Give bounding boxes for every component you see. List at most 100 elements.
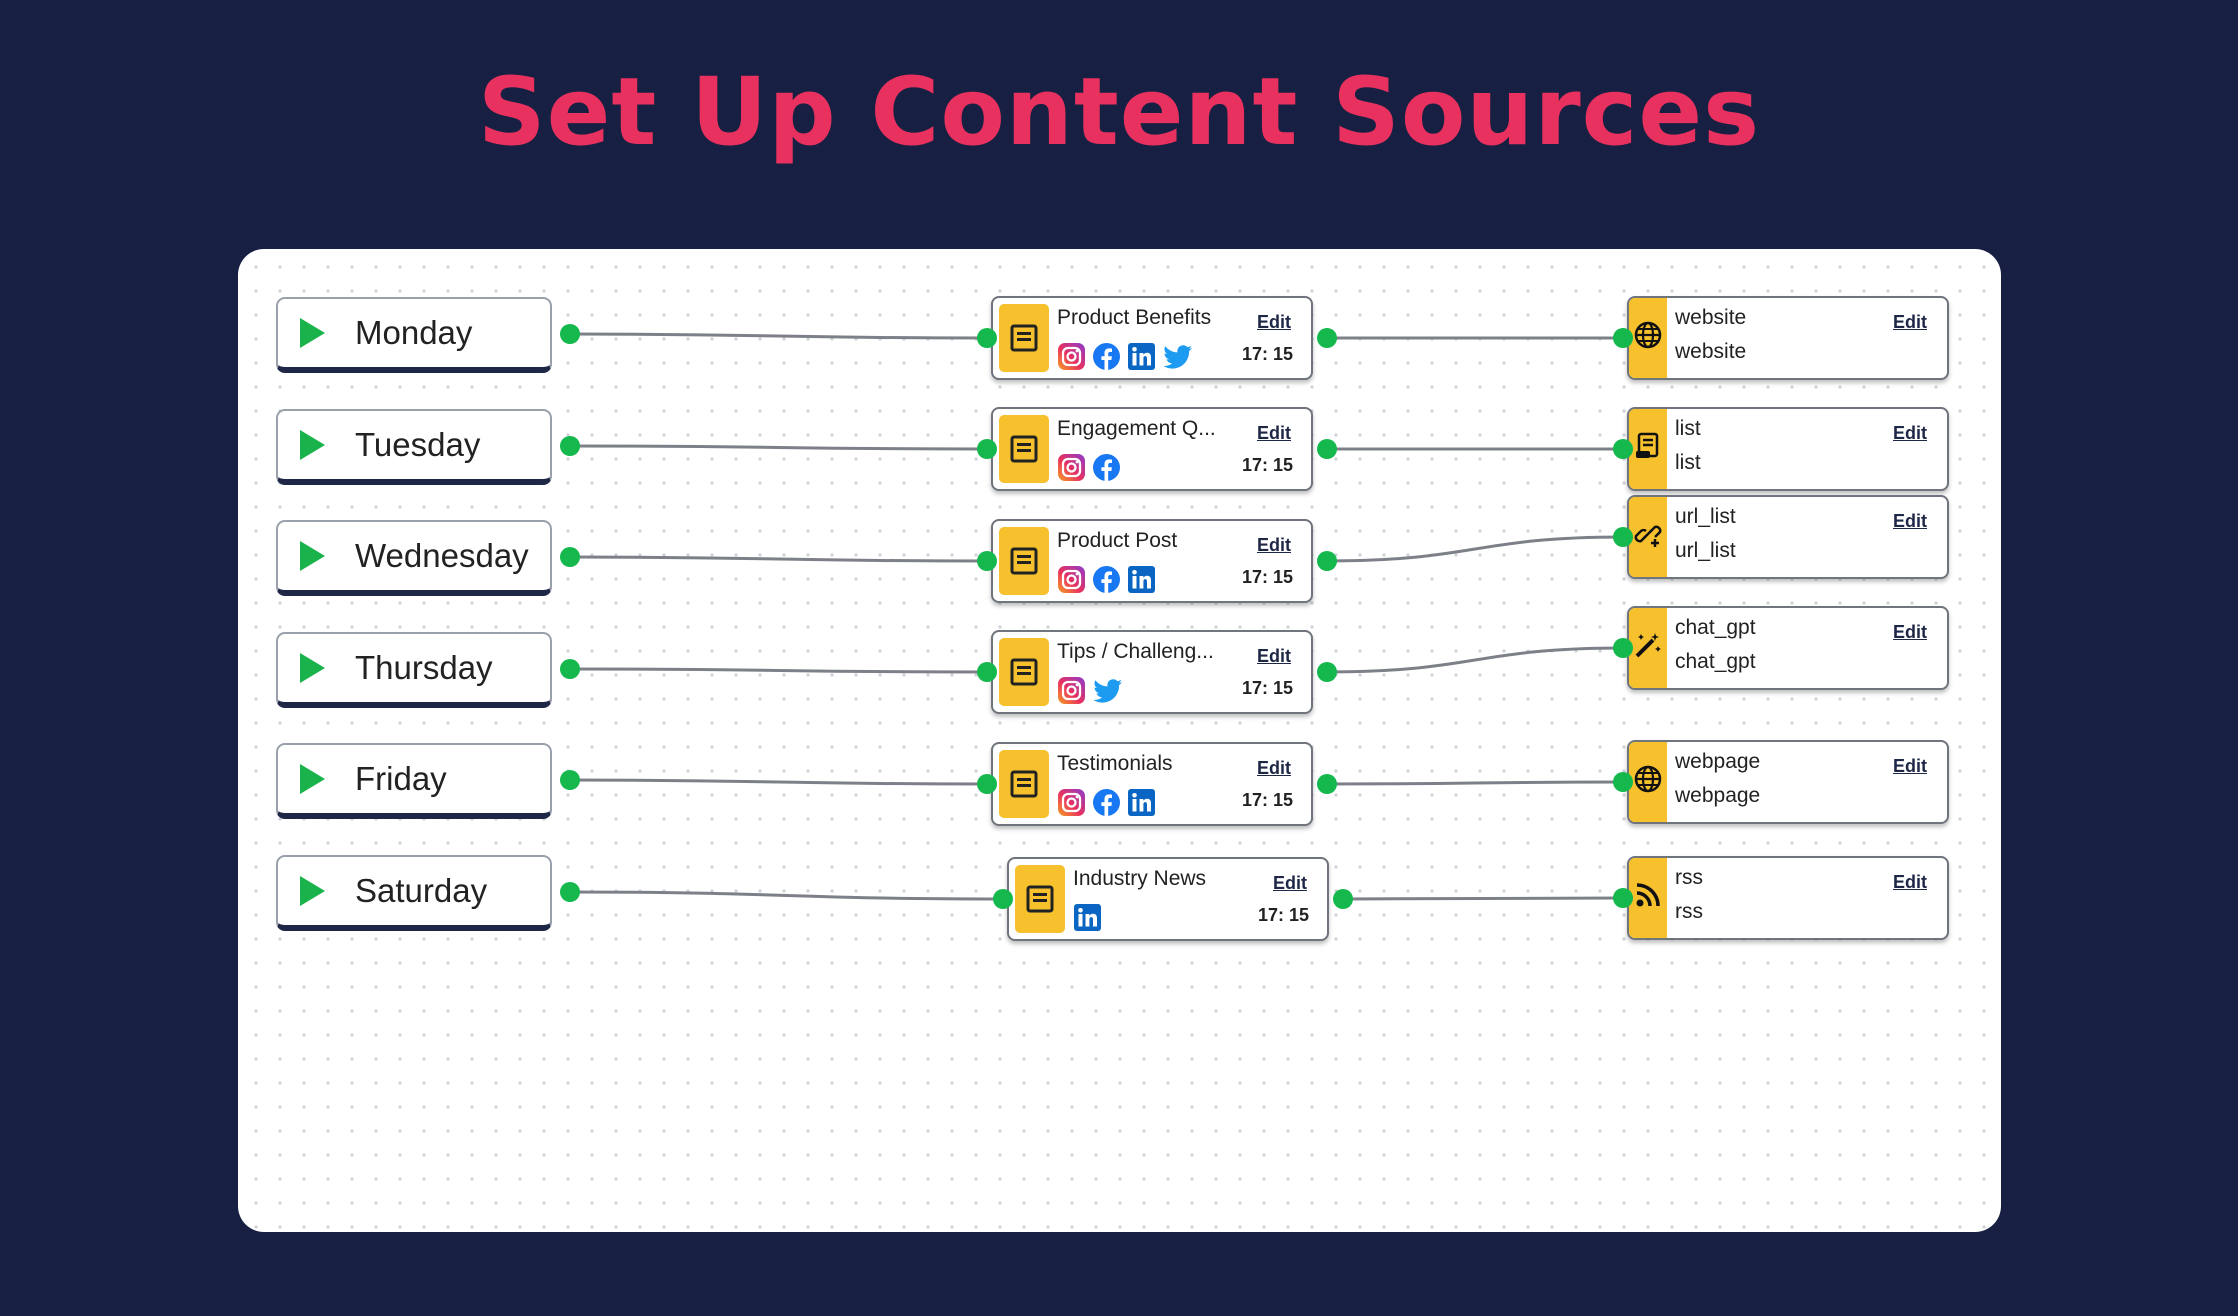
connection-wire [569, 667, 988, 674]
source-type-bar [1629, 608, 1667, 688]
post-type-tile [999, 638, 1049, 706]
edit-source-link[interactable]: Edit [1893, 423, 1927, 443]
input-port[interactable] [1613, 772, 1633, 792]
facebook-icon [1092, 565, 1121, 594]
play-icon [300, 318, 325, 348]
play-icon [300, 764, 325, 794]
play-icon [300, 876, 325, 906]
source-type: chat_gpt [1675, 616, 1756, 639]
output-port[interactable] [1317, 439, 1337, 459]
output-port[interactable] [560, 770, 580, 790]
trigger-node-tuesday[interactable]: Tuesday [276, 409, 552, 485]
connection-wires [569, 332, 1624, 901]
edit-post-link[interactable]: Edit [1257, 646, 1291, 666]
input-port[interactable] [993, 889, 1013, 909]
linkedin-icon [1073, 903, 1102, 932]
facebook-icon [1092, 788, 1121, 817]
social-networks [1057, 453, 1121, 482]
source-node-rss[interactable]: rss rss Edit [1627, 856, 1949, 940]
social-networks [1057, 788, 1156, 817]
output-port[interactable] [1317, 551, 1337, 571]
instagram-icon [1057, 453, 1086, 482]
output-port[interactable] [560, 882, 580, 902]
post-time: 17: 15 [1241, 455, 1293, 475]
source-type: url_list [1675, 505, 1736, 528]
source-name: website [1675, 340, 1747, 363]
source-type: rss [1675, 866, 1703, 889]
output-port[interactable] [560, 436, 580, 456]
post-time: 17: 15 [1241, 678, 1293, 698]
twitter-icon [1092, 676, 1122, 705]
input-port[interactable] [1613, 888, 1633, 908]
source-type: website [1675, 306, 1747, 329]
post-node[interactable]: Industry News Edit 17: 15 [1007, 857, 1329, 941]
output-port[interactable] [560, 547, 580, 567]
output-port[interactable] [1333, 889, 1353, 909]
input-port[interactable] [977, 328, 997, 348]
output-port[interactable] [560, 659, 580, 679]
linkedin-icon [1127, 788, 1156, 817]
connection-wire [1326, 780, 1624, 786]
instagram-icon [1057, 676, 1086, 705]
source-node-chat-gpt[interactable]: chat_gpt chat_gpt Edit [1627, 606, 1949, 690]
input-port[interactable] [977, 439, 997, 459]
source-type-bar [1629, 742, 1667, 822]
trigger-node-friday[interactable]: Friday [276, 743, 552, 819]
input-port[interactable] [1613, 439, 1633, 459]
post-type-tile [999, 750, 1049, 818]
input-port[interactable] [1613, 527, 1633, 547]
output-port[interactable] [1317, 328, 1337, 348]
post-type-tile [1015, 865, 1065, 933]
edit-post-link[interactable]: Edit [1257, 423, 1291, 443]
source-node-website[interactable]: website website Edit [1627, 296, 1949, 380]
trigger-node-thursday[interactable]: Thursday [276, 632, 552, 708]
input-port[interactable] [1613, 638, 1633, 658]
connection-wire [569, 778, 988, 786]
source-name: webpage [1675, 784, 1761, 807]
post-type-tile [999, 304, 1049, 372]
input-port[interactable] [977, 774, 997, 794]
edit-source-link[interactable]: Edit [1893, 312, 1927, 332]
edit-source-link[interactable]: Edit [1893, 756, 1927, 776]
edit-post-link[interactable]: Edit [1257, 758, 1291, 778]
facebook-icon [1092, 453, 1121, 482]
social-networks [1057, 676, 1122, 705]
edit-source-link[interactable]: Edit [1893, 872, 1927, 892]
input-port[interactable] [977, 662, 997, 682]
post-title: Product Benefits [1057, 306, 1212, 329]
edit-source-link[interactable]: Edit [1893, 511, 1927, 531]
output-port[interactable] [1317, 662, 1337, 682]
edit-source-link[interactable]: Edit [1893, 622, 1927, 642]
edit-post-link[interactable]: Edit [1257, 312, 1291, 332]
output-port[interactable] [1317, 774, 1337, 794]
output-port[interactable] [560, 324, 580, 344]
post-time: 17: 15 [1257, 905, 1309, 925]
linkedin-icon [1127, 342, 1156, 371]
connection-wire [1326, 535, 1624, 563]
post-title: Product Post [1057, 529, 1178, 552]
edit-post-link[interactable]: Edit [1257, 535, 1291, 555]
source-name: rss [1675, 900, 1703, 923]
post-title: Industry News [1073, 867, 1207, 890]
input-port[interactable] [977, 551, 997, 571]
edit-post-link[interactable]: Edit [1273, 873, 1307, 893]
twitter-icon [1162, 342, 1192, 371]
input-port[interactable] [1613, 328, 1633, 348]
trigger-node-wednesday[interactable]: Wednesday [276, 520, 552, 596]
trigger-node-monday[interactable]: Monday [276, 297, 552, 373]
source-name: chat_gpt [1675, 650, 1756, 673]
trigger-node-saturday[interactable]: Saturday [276, 855, 552, 931]
trigger-label: Monday [355, 314, 473, 351]
facebook-icon [1092, 342, 1121, 371]
social-networks [1057, 565, 1156, 594]
source-type: list [1675, 417, 1701, 440]
